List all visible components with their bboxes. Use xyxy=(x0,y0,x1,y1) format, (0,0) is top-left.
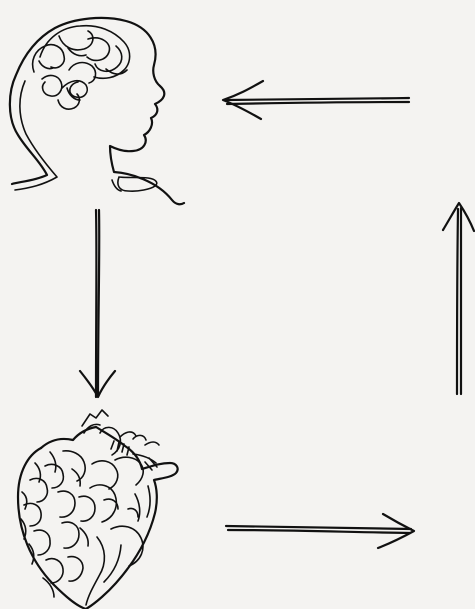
arrow-down-icon xyxy=(80,210,115,397)
arrow-up-icon xyxy=(443,203,474,394)
brain-heart-icon xyxy=(18,410,178,609)
arrow-left-icon xyxy=(223,81,409,119)
arrow-right-icon xyxy=(226,514,414,548)
head-with-brain-icon xyxy=(10,18,184,204)
